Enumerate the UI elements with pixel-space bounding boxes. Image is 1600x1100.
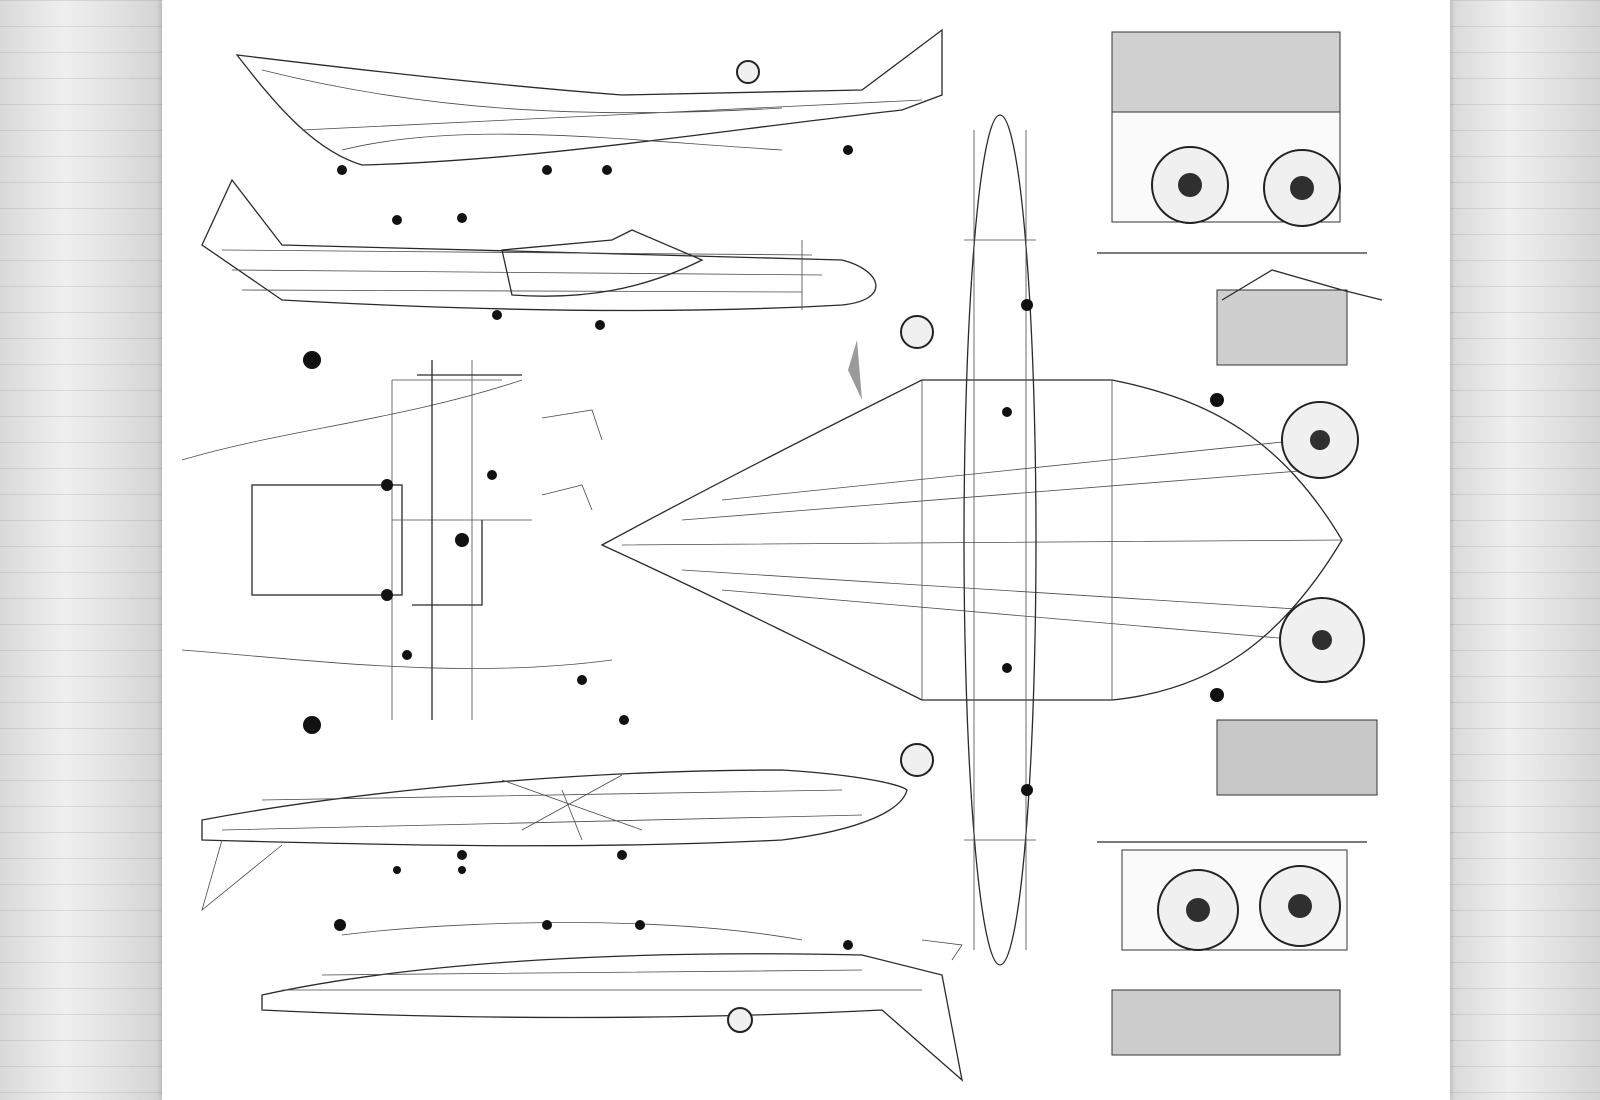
side-view-aircraft-2 [201,178,877,330]
scattered-sketch-details [541,340,963,961]
side-view-aircraft-1 [235,28,943,175]
engine-detail-mechanism-1 [1216,269,1383,479]
front-view-frame [181,351,629,734]
left-paper-strip [0,0,162,1100]
blueprint-drawing [181,28,1383,1082]
top-view-aircraft [600,114,1343,966]
side-view-aircraft-3 [201,769,908,912]
side-view-aircraft-4 [261,919,963,1082]
right-paper-strip [1450,0,1600,1100]
engine-detail-bottom [1111,849,1348,1056]
engine-detail-top [1097,31,1367,254]
engine-detail-mechanism-2 [1097,597,1378,843]
blueprint-sheet [162,0,1450,1100]
